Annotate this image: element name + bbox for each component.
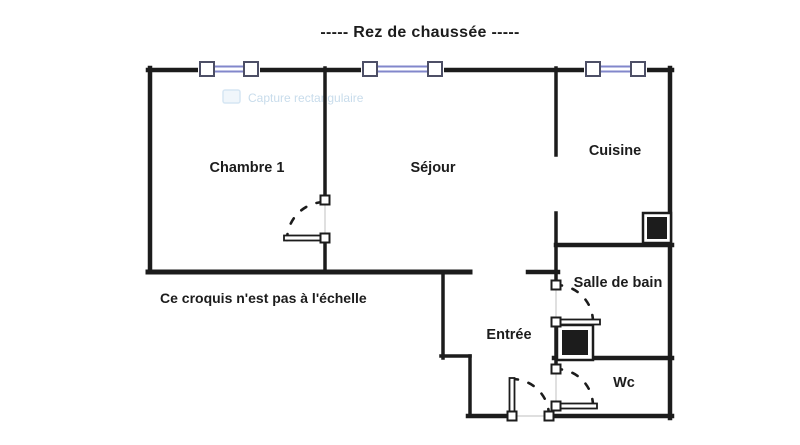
door-jamb — [319, 232, 331, 244]
window-frame-left — [585, 61, 601, 77]
door-leaf — [559, 402, 598, 410]
door-swing-arc — [285, 200, 327, 242]
door-leaf — [508, 377, 516, 415]
door-jamb — [543, 410, 555, 422]
door-wc-icon — [550, 363, 598, 412]
capture-icon — [222, 89, 241, 104]
watermark-capture-overlay: Capture rectangulaire — [222, 89, 364, 105]
window-glass-lines — [370, 65, 435, 73]
room-labels: Chambre 1 Séjour Cuisine Salle de bain E… — [210, 143, 663, 391]
door-jamb — [550, 400, 562, 412]
door-swing-arc — [554, 283, 595, 324]
window-frame-left — [362, 61, 378, 77]
room-label-wc: Wc — [613, 375, 635, 391]
door-jamb — [550, 316, 562, 328]
plan-title: ----- Rez de chaussée ----- — [320, 24, 519, 41]
cuisine-fixture-icon — [641, 211, 673, 245]
window-frame-right — [243, 61, 259, 77]
door-openings — [324, 200, 557, 417]
door-leaf — [559, 318, 601, 326]
fixture-fill — [562, 330, 588, 355]
window-icon-2 — [361, 60, 444, 78]
window-frame-left — [199, 61, 215, 77]
room-label-chambre-1: Chambre 1 — [210, 160, 285, 176]
door-chambre-icon — [283, 194, 331, 244]
room-label-cuisine: Cuisine — [589, 143, 641, 159]
entree-fixture-icon — [555, 323, 595, 362]
note-not-to-scale: Ce croquis n'est pas à l'échelle — [160, 290, 367, 306]
room-label-sejour: Séjour — [410, 160, 455, 176]
door-jamb — [550, 279, 562, 291]
room-label-entree: Entrée — [486, 327, 531, 343]
door-swing-arc — [510, 377, 551, 418]
window-frame-right — [630, 61, 646, 77]
door-swing-arc — [554, 367, 595, 408]
door-entrance-icon — [506, 377, 555, 422]
door-salle-de-bain-icon — [550, 279, 601, 328]
window-frame-right — [427, 61, 443, 77]
window-icon-3 — [584, 60, 647, 78]
fixture-fill — [647, 217, 667, 239]
window-gap — [361, 60, 444, 78]
door-jamb — [506, 410, 518, 422]
interior-walls — [323, 66, 675, 370]
room-label-salle-de-bain: Salle de bain — [574, 275, 663, 291]
door-jamb — [550, 363, 562, 375]
door-leaf — [283, 234, 323, 242]
window-icon-1 — [198, 60, 260, 78]
door-jamb — [319, 194, 331, 206]
watermark-text: Capture rectangulaire — [248, 91, 364, 105]
